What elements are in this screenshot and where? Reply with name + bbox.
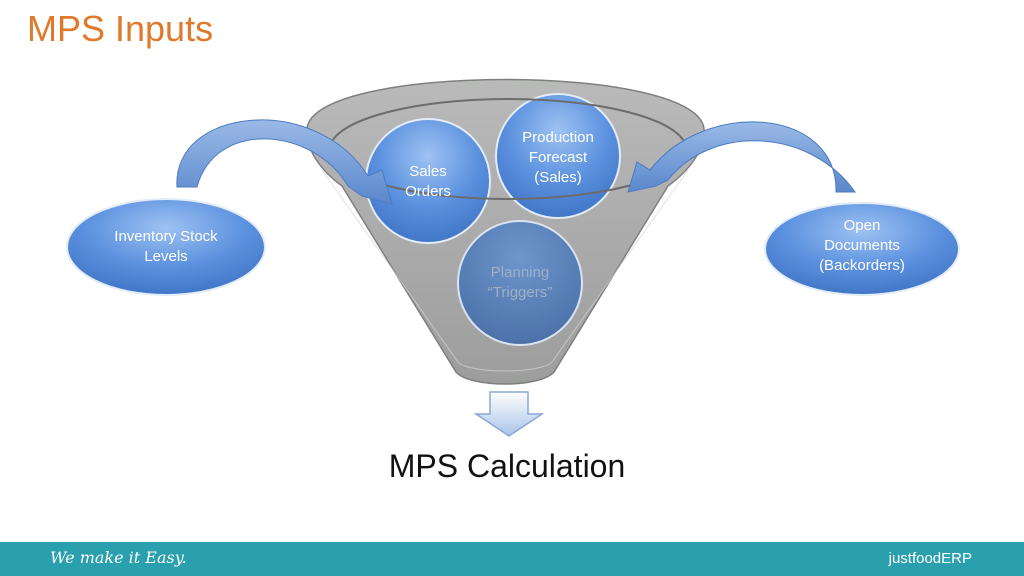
inventory-stock-levels-label: Inventory Stock Levels [114,228,218,265]
planning-triggers-label: Planning “Triggers” [487,264,553,301]
open-documents-label: Open Documents (Backorders) [819,217,905,274]
slide-title: MPS Inputs [27,8,214,49]
funnel-highlight [321,169,689,372]
right-curved-arrow [627,121,856,193]
inventory-stock-levels-ellipse [66,198,266,296]
sales-orders-label: Sales Orders [405,163,451,200]
planning-triggers-circle [457,220,583,346]
footer-brand: justfoodERP [888,550,972,567]
down-arrow [473,391,545,437]
footer-slogan: We make it Easy. [50,548,187,567]
production-forecast-circle [495,93,621,219]
mps-calculation-label: MPS Calculation [388,448,626,484]
left-curved-arrow [176,119,393,205]
open-documents-ellipse [764,202,960,296]
footer-bar: We make it Easy. justfoodERP [0,542,1024,576]
production-forecast-label: Production Forecast (Sales) [522,129,594,186]
